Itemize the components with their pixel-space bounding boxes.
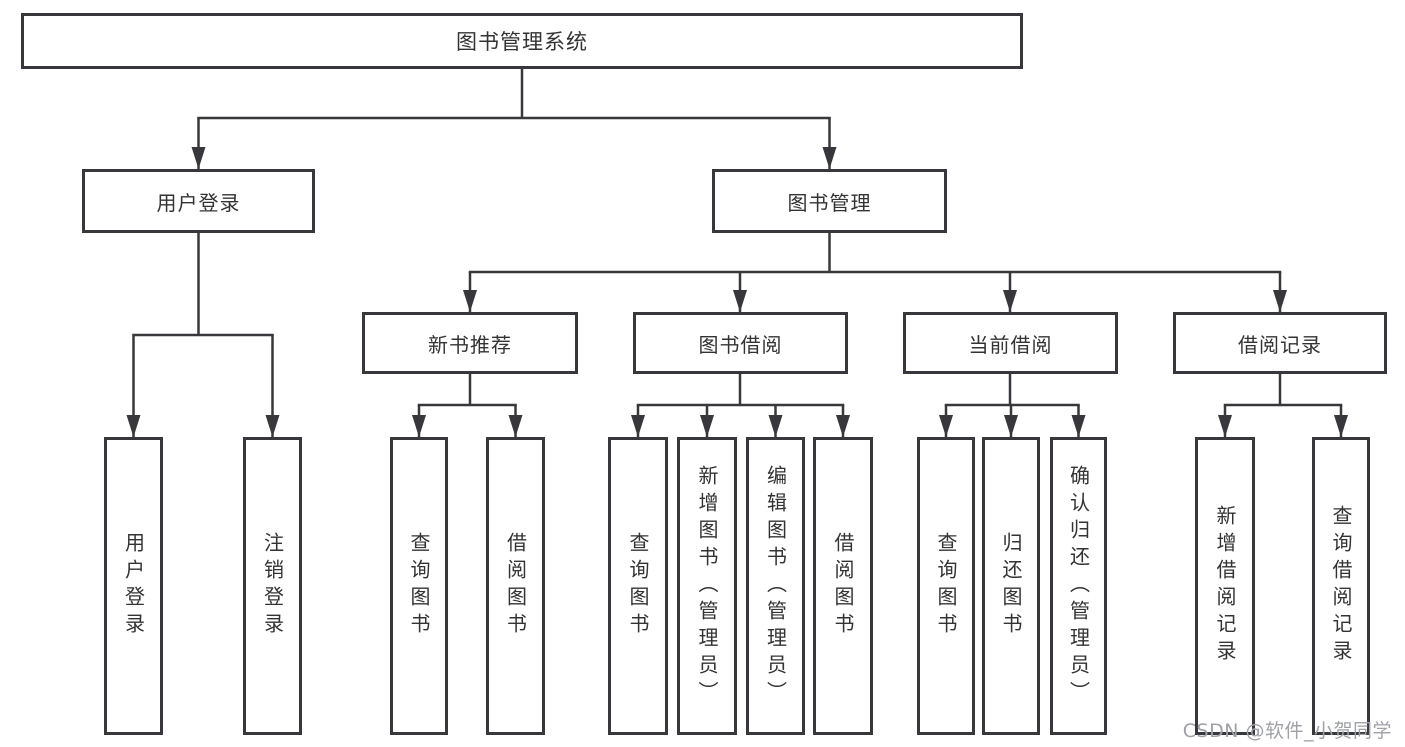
leaf-confirm-return-admin: 确认归还（管理员） — [1050, 437, 1107, 735]
connector-borrow-records — [1218, 374, 1348, 437]
leaf-borrow-books-recommend: 借阅图书 — [486, 437, 545, 735]
node-book-management: 图书管理 — [712, 169, 947, 233]
node-book-borrow: 图书借阅 — [633, 312, 848, 374]
connector-user-login — [126, 233, 280, 437]
connector-book-borrow — [631, 374, 850, 437]
node-new-book-recommend: 新书推荐 — [362, 312, 578, 374]
connector-book-management — [463, 233, 1287, 312]
node-borrow-records: 借阅记录 — [1173, 312, 1387, 374]
watermark: CSDN @软件_小贺同学 — [1182, 720, 1392, 742]
node-user-login: 用户登录 — [82, 169, 315, 233]
leaf-borrow-books: 借阅图书 — [813, 437, 873, 735]
leaf-query-borrow-record: 查询借阅记录 — [1312, 437, 1370, 735]
node-root-system: 图书管理系统 — [21, 13, 1023, 69]
node-current-borrow: 当前借阅 — [903, 312, 1118, 374]
leaf-return-books: 归还图书 — [982, 437, 1040, 735]
connector-current-borrow — [939, 374, 1086, 437]
connector-root — [191, 69, 837, 169]
leaf-add-books-admin: 新增图书（管理员） — [677, 437, 737, 735]
leaf-query-books-current: 查询图书 — [917, 437, 975, 735]
leaf-user-login: 用户登录 — [104, 437, 163, 735]
connector-new-book-recommend — [412, 374, 523, 437]
leaf-query-books-borrow: 查询图书 — [608, 437, 668, 735]
leaf-query-books-recommend: 查询图书 — [390, 437, 448, 735]
leaf-edit-books-admin: 编辑图书（管理员） — [746, 437, 805, 735]
leaf-add-borrow-record: 新增借阅记录 — [1195, 437, 1255, 735]
leaf-logout: 注销登录 — [243, 437, 302, 735]
